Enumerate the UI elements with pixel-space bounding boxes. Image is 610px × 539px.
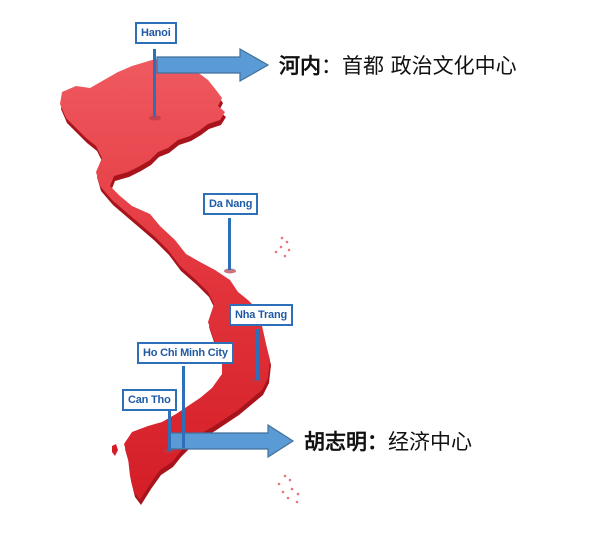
hcmc-caption: 胡志明：经济中心 — [304, 429, 472, 455]
hcmc-caption-city: 胡志明 — [304, 430, 367, 454]
map-land — [60, 58, 270, 500]
hanoi-caption: 河内：首都 政治文化中心 — [279, 53, 517, 79]
hanoi-pin — [153, 49, 156, 117]
spratly-islands — [277, 474, 300, 504]
hcmc-pin — [182, 366, 185, 448]
city-label-hcmc: Ho Chi Minh City — [137, 342, 234, 364]
nhatrang-pin — [256, 329, 259, 380]
city-label-nhatrang: Nha Trang — [229, 304, 293, 326]
island — [112, 444, 118, 456]
danang-pin — [228, 218, 231, 270]
hanoi-caption-city: 河内 — [279, 54, 321, 78]
cantho-pin — [168, 411, 171, 451]
hcmc-caption-description: 经济中心 — [388, 430, 472, 454]
hanoi-caption-description: 首都 政治文化中心 — [342, 54, 517, 78]
city-label-cantho: Can Tho — [122, 389, 177, 411]
city-label-danang: Da Nang — [203, 193, 259, 215]
hanoi-arrow — [156, 47, 270, 83]
hcmc-arrow — [169, 423, 295, 459]
hcmc-caption-colon: ： — [367, 430, 388, 454]
city-label-hanoi: Hanoi — [135, 22, 177, 44]
hanoi-caption-colon: ： — [321, 54, 342, 78]
paracel-islands — [274, 236, 291, 258]
